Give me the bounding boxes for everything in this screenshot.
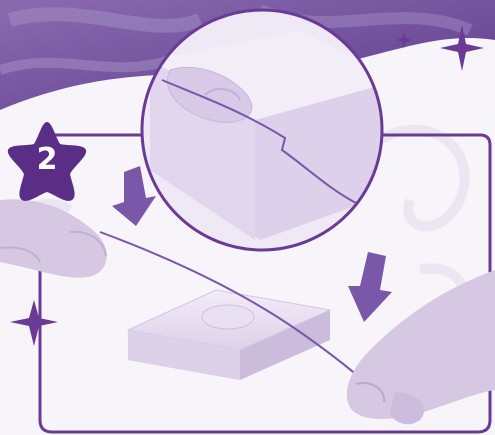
step-badge: 2 xyxy=(4,118,90,204)
zoom-detail-circle xyxy=(140,8,384,252)
arrow-down-icon xyxy=(112,166,156,226)
instruction-frame xyxy=(38,133,492,434)
zoom-cut-line xyxy=(161,79,361,206)
heart-mold-embossed xyxy=(201,304,255,330)
step-number: 2 xyxy=(36,142,58,177)
sparkle-icon xyxy=(10,25,484,346)
soap-block xyxy=(126,289,332,380)
arrow-down-icon xyxy=(348,252,392,322)
left-hand xyxy=(0,199,107,278)
star-badge-icon xyxy=(7,122,87,201)
right-hand xyxy=(346,270,495,425)
